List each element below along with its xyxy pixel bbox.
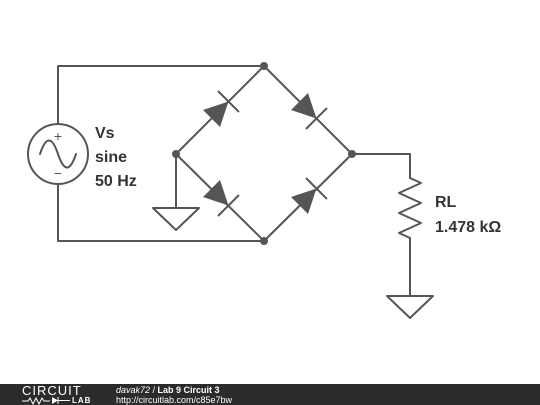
load-name-label: RL — [435, 194, 457, 211]
resistor-rl — [398, 177, 422, 239]
junction-bottom — [260, 237, 268, 245]
source-frequency-label: 50 Hz — [95, 173, 137, 190]
meta-separator: / — [150, 385, 158, 395]
junction-left — [172, 150, 180, 158]
wire-right-load — [351, 153, 411, 179]
circuit-url-link[interactable]: http://circuitlab.com/c85e7bw — [116, 395, 233, 405]
source-minus-symbol: − — [54, 165, 62, 181]
load-value-label: 1.478 kΩ — [435, 219, 501, 236]
ground-symbol-left — [152, 207, 200, 231]
logo-resistor-diode-icon — [22, 396, 70, 405]
circuit-schematic: + − Vs sine 50 Hz RL 1.478 kΩ — [27, 62, 501, 319]
logo-circuit-text: CIRCUIT — [22, 383, 82, 398]
source-type-label: sine — [95, 149, 127, 166]
source-plus-symbol: + — [54, 128, 62, 144]
logo-lab-text: LAB — [72, 396, 92, 405]
footer-bar: CIRCUIT LAB davak72 / Lab 9 Circuit 3 ht… — [0, 384, 540, 405]
circuit-meta: davak72 / Lab 9 Circuit 3 http://circuit… — [116, 385, 232, 405]
ground-symbol-right — [386, 295, 434, 319]
circuit-title: Lab 9 Circuit 3 — [157, 385, 220, 395]
ac-voltage-source: + − — [27, 123, 89, 185]
author-link[interactable]: davak72 — [116, 385, 151, 395]
junction-top — [260, 62, 268, 70]
wire-source-top — [57, 65, 265, 125]
junction-right — [348, 150, 356, 158]
logo-lab-row: LAB — [22, 396, 112, 405]
wire-source-bottom — [57, 183, 265, 242]
source-name-label: Vs — [95, 125, 115, 142]
